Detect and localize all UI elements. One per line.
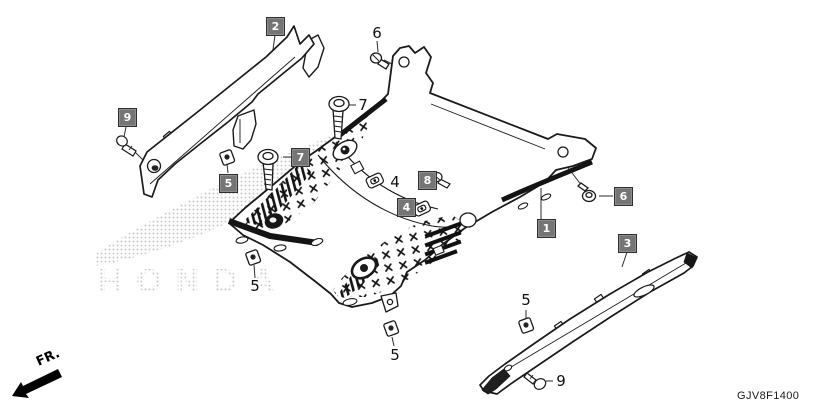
clip-5-a [219,149,236,166]
fr-arrow-icon [12,369,62,398]
callout-8-boxed[interactable]: 8 [418,171,437,190]
screw-9-left [116,135,137,157]
panel1-bottom-tab [380,292,399,313]
callout-7-plain[interactable]: 7 [358,96,368,114]
panel2-bracket [232,109,257,150]
panel3-body [479,251,698,395]
callout-2-boxed[interactable]: 2 [266,17,285,36]
clip-4-b [412,200,431,217]
screw-6-right [576,182,597,203]
callout-6-boxed[interactable]: 6 [614,187,633,206]
panel1-screw-recess-bottom [350,256,378,280]
callout-5-plain-left[interactable]: 5 [250,277,260,295]
panel1-feet [235,193,552,307]
panel1-small-hole [432,244,445,256]
callout-4-boxed[interactable]: 4 [397,198,416,217]
panel1-tread-upper-stripes [243,163,312,226]
callout-1-boxed[interactable]: 1 [537,219,556,238]
panel1-right-bracket-hole [557,146,569,158]
panel1-screw-recess-top [332,139,358,161]
honda-wing-logo-icon [95,131,343,266]
callout-7-boxed[interactable]: 7 [291,148,310,167]
floor-panel [227,45,597,313]
honda-watermark-text: HONDA [98,262,289,299]
clip-4-a [365,172,384,189]
panel3-crease [490,262,687,380]
screw-9-right [523,372,547,390]
honda-watermark: HONDA [95,131,343,299]
panel1-rim-line [430,103,546,150]
clip-5-c [383,320,400,337]
panel1-side-hole [459,212,477,228]
panel1-dark-edge-left [227,218,319,246]
floor-side-cover-left [139,25,325,198]
screw-7-mid [257,148,279,191]
floor-side-cover-right [479,251,698,395]
panel1-dark-edge-right [500,159,593,203]
callout-5-boxed[interactable]: 5 [219,174,238,193]
callout-5-plain-right[interactable]: 5 [521,291,531,309]
panel3-slot [633,284,655,298]
diagram-part-code: GJV8F1400 [737,390,800,402]
callout-9-boxed[interactable]: 9 [118,108,137,127]
clip-5-b [245,249,262,266]
panel1-dark-edge-top [338,97,388,137]
panel1-grommet [264,213,284,229]
panel1-top-bracket-hole [398,56,410,68]
panel3-dark-tip [481,368,511,395]
panel2-crease [149,56,296,185]
callout-4-plain[interactable]: 4 [390,173,400,191]
callout-6-plain[interactable]: 6 [372,24,382,42]
callout-3-boxed[interactable]: 3 [618,234,637,253]
screw-7-top [328,95,350,140]
panel2-hole-shadow [151,165,159,171]
panel3-end-fold [683,252,698,269]
callout-9-plain[interactable]: 9 [556,372,566,390]
clip-5-d [518,317,535,334]
screw-6-top [369,52,390,70]
panel1-square-hole [350,160,365,175]
callout-5-plain-bottom[interactable]: 5 [390,346,400,364]
